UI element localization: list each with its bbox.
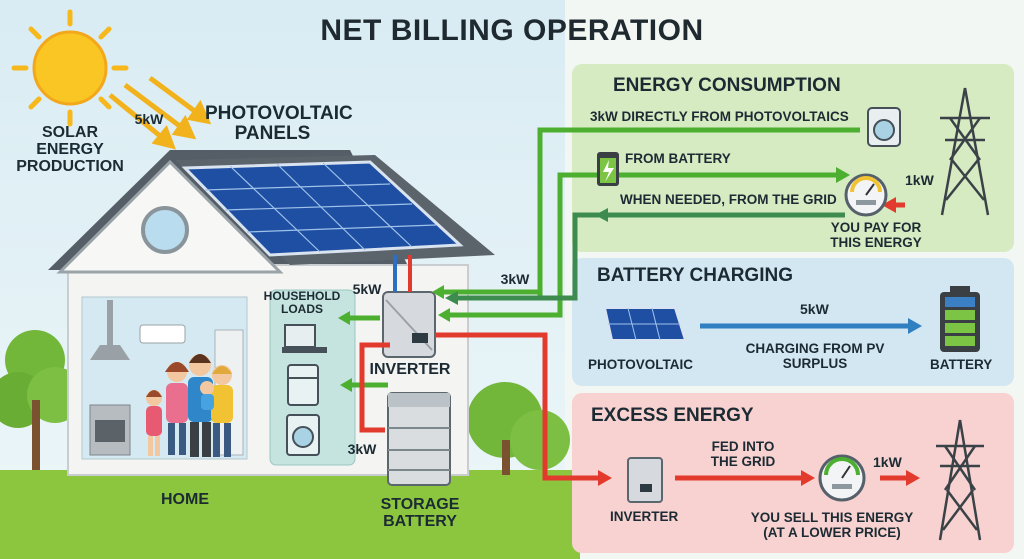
storage-kw-label: 3kW <box>347 441 377 457</box>
inverter-device <box>382 291 436 358</box>
from-battery-text: FROM BATTERY <box>625 151 731 166</box>
solar-production-label: SOLAR ENERGY PRODUCTION <box>16 124 124 175</box>
energy-consumption-title: ENERGY CONSUMPTION <box>613 75 841 96</box>
bush-right <box>467 382 570 475</box>
grass-ground <box>0 470 580 559</box>
fed-into-grid-text: FED INTO THE GRID <box>710 439 776 469</box>
power-tower-icon-consumption <box>940 87 990 216</box>
washing-machine-icon-consumption <box>867 107 901 147</box>
house <box>48 150 495 486</box>
consumption-kw-label: 3kW <box>500 271 530 287</box>
battery-icon-charging <box>940 286 980 352</box>
home-label: HOME <box>161 491 209 508</box>
diagram-title: NET BILLING OPERATION <box>320 14 704 47</box>
fridge-icon <box>287 364 319 406</box>
direct-pv-text: 3kW DIRECTLY FROM PHOTOVOLTAICS <box>590 109 849 124</box>
you-pay-text: YOU PAY FOR THIS ENERGY <box>830 220 922 250</box>
from-grid-text: WHEN NEEDED, FROM THE GRID <box>620 192 837 207</box>
inverter-label: INVERTER <box>369 361 451 378</box>
storage-battery-label: STORAGE BATTERY <box>380 496 460 530</box>
pv-panels-label: PHOTOVOLTAIC PANELS <box>205 103 353 144</box>
battery-text: BATTERY <box>930 357 993 372</box>
charging-from-pv-text: CHARGING FROM PV SURPLUS <box>745 341 885 371</box>
battery-charging-title: BATTERY CHARGING <box>597 265 793 286</box>
roof-solar-panel <box>181 160 464 257</box>
excess-kw-text: 1kW <box>873 454 902 470</box>
inverter-icon-excess <box>627 457 663 503</box>
sun-icon <box>11 9 129 127</box>
charging-kw-text: 5kW <box>800 301 829 317</box>
excess-inverter-text: INVERTER <box>610 509 679 524</box>
you-sell-text: YOU SELL THIS ENERGY (AT A LOWER PRICE) <box>750 510 914 540</box>
green-flow-arrows <box>348 127 860 388</box>
meter-gauge-icon-excess <box>818 454 866 502</box>
sun-ray-arrows <box>108 75 212 150</box>
energy-consumption-panel <box>572 64 1014 252</box>
household-loads-label: HOUSEHOLD LOADS <box>263 289 341 316</box>
power-tower-icon-excess <box>936 419 984 541</box>
red-flow-arrows <box>359 202 910 481</box>
grid-kw-text: 1kW <box>905 172 934 188</box>
desk-computer-icon <box>282 324 327 353</box>
inverter-input-kw-label: 5kW <box>352 281 382 297</box>
photovoltaic-text: PHOTOVOLTAIC <box>588 357 694 372</box>
pv-panel-icon-charging <box>603 307 687 341</box>
battery-icon-consumption <box>597 152 619 186</box>
solar-kw-label: 5kW <box>134 111 164 127</box>
excess-energy-title: EXCESS ENERGY <box>591 405 754 426</box>
green-arrow-heads <box>338 167 850 392</box>
washing-machine-icon <box>286 414 320 456</box>
meter-gauge-icon-consumption <box>844 173 888 217</box>
family-illustration <box>146 354 233 457</box>
storage-battery-device <box>387 392 451 486</box>
